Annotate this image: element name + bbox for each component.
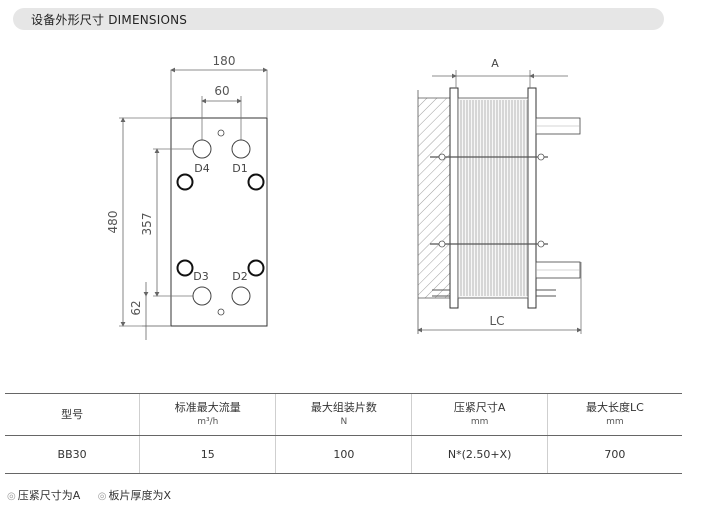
side-view: A LC <box>417 57 582 334</box>
header-max-length-label: 最大长度LC <box>586 400 644 414</box>
header-model-label: 型号 <box>61 407 84 421</box>
bullet-icon: ◎ <box>97 491 107 502</box>
header-compression-a-label: 压紧尺寸A <box>453 400 506 414</box>
plate-outline <box>170 117 268 327</box>
port-label-d3: D3 <box>193 270 208 283</box>
dim-label-bottom-offset: 62 <box>129 300 143 315</box>
dim-label-port-spacing: 60 <box>214 84 229 98</box>
plate-pack <box>457 97 529 299</box>
port-d2 <box>231 286 251 306</box>
note-text: 压紧尺寸为A <box>17 489 81 502</box>
guide-hole-bottom <box>217 308 225 316</box>
dim-label-lc: LC <box>489 314 504 328</box>
dim-port-spacing-60: 60 <box>201 84 242 140</box>
dim-lc: LC <box>417 262 582 334</box>
header-max-flow-unit: m³/h <box>197 416 219 427</box>
bolt-left-top <box>176 173 194 191</box>
notes: ◎压紧尺寸为A ◎板片厚度为X <box>7 487 185 503</box>
cell-max-length: 700 <box>546 435 682 474</box>
port-label-d1: D1 <box>232 162 247 175</box>
dim-label-height: 480 <box>106 211 120 234</box>
dim-label-port-distance: 357 <box>140 213 154 236</box>
port-d1 <box>231 139 251 159</box>
spec-table-header: 型号 标准最大流量 m³/h 最大组装片数 N 压紧尺寸A mm 最大长度LC … <box>5 393 682 436</box>
header-max-plates: 最大组装片数 N <box>275 393 412 436</box>
dim-label-width: 180 <box>213 54 236 68</box>
port-d4 <box>192 139 212 159</box>
bolt-right-top <box>247 173 265 191</box>
cell-max-plates: 100 <box>275 435 412 474</box>
port-d3 <box>192 286 212 306</box>
fixed-frame-plate <box>449 87 459 309</box>
note-item: ◎压紧尺寸为A <box>7 489 80 502</box>
dim-width-180: 180 <box>170 54 268 118</box>
header-max-flow-label: 标准最大流量 <box>174 400 241 414</box>
header-model: 型号 <box>5 393 140 436</box>
dim-label-a: A <box>491 57 499 70</box>
guide-hole-top <box>217 129 225 137</box>
cell-model: BB30 <box>5 435 140 474</box>
spec-table: 型号 标准最大流量 m³/h 最大组装片数 N 压紧尺寸A mm 最大长度LC … <box>5 393 682 474</box>
dim-port-distance-357: 357 <box>140 148 202 297</box>
table-row: BB30 15 100 N*(2.50+X) 700 <box>5 435 682 474</box>
note-item: ◎板片厚度为X <box>98 489 171 502</box>
pressure-plate <box>527 87 537 309</box>
wall-hatch <box>418 98 450 298</box>
cell-compression-a: N*(2.50+X) <box>411 435 548 474</box>
dim-height-480: 480 <box>106 117 171 327</box>
header-compression-a-unit: mm <box>470 416 489 427</box>
front-view: 180 60 480 357 62 <box>106 54 268 340</box>
port-label-d4: D4 <box>194 162 209 175</box>
bolt-right-bottom <box>247 259 265 277</box>
header-max-plates-label: 最大组装片数 <box>310 400 377 414</box>
port-label-d2: D2 <box>232 270 247 283</box>
dim-bottom-offset-62: 62 <box>129 282 171 340</box>
header-max-length-unit: mm <box>606 416 624 427</box>
bullet-icon: ◎ <box>7 491 16 502</box>
section-header: 设备外形尺寸 DIMENSIONS <box>13 8 664 30</box>
header-compression-a: 压紧尺寸A mm <box>411 393 548 436</box>
header-max-flow: 标准最大流量 m³/h <box>139 393 276 436</box>
header-max-length: 最大长度LC mm <box>546 393 682 436</box>
dimension-drawing: 180 60 480 357 62 <box>106 54 582 340</box>
bolt-left-bottom <box>176 259 194 277</box>
dim-a: A <box>432 57 568 88</box>
section-title: 设备外形尺寸 DIMENSIONS <box>31 13 188 27</box>
cell-max-flow: 15 <box>139 435 276 474</box>
header-max-plates-unit: N <box>340 416 348 427</box>
note-text: 板片厚度为X <box>108 489 172 502</box>
